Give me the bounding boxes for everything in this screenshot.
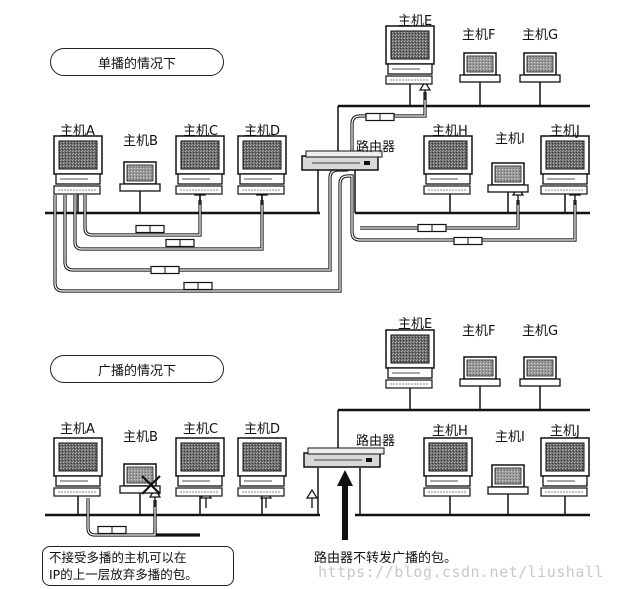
host-d-icon: [237, 437, 287, 497]
host-a-label: 主机A: [60, 124, 95, 139]
host-d-label: 主机D: [244, 422, 281, 437]
note-line-1: 不接受多播的主机可以在: [49, 550, 187, 565]
host-c-icon: [175, 135, 225, 195]
packet: [417, 223, 447, 233]
host-e-label: 主机E: [398, 317, 433, 332]
reject-x-icon: [141, 475, 161, 495]
host-h-label: 主机H: [432, 124, 468, 139]
host-b-label: 主机B: [123, 430, 158, 445]
host-e-icon: [385, 25, 435, 85]
packet: [165, 238, 195, 248]
block-arrow-icon: [337, 470, 353, 540]
packet: [183, 281, 213, 291]
broadcast-diagram: [45, 329, 590, 540]
multicast-note: 不接受多播的主机可以在 IP的上一层放弃多播的包。: [42, 546, 234, 586]
host-h-icon: [423, 437, 473, 497]
host-e-label: 主机E: [398, 14, 433, 29]
host-j-icon: [540, 135, 590, 195]
host-a-icon: [53, 437, 103, 497]
router-label: 路由器: [356, 434, 396, 449]
host-i-icon: [487, 162, 529, 193]
host-c-icon: [175, 437, 225, 497]
host-j-label: 主机J: [550, 124, 580, 139]
host-a-icon: [53, 135, 103, 195]
host-j-label: 主机J: [550, 424, 580, 439]
host-g-label: 主机G: [522, 324, 559, 339]
note-line-2: IP的上一层放弃多播的包。: [49, 567, 198, 582]
host-e-icon: [385, 329, 435, 389]
host-b-label: 主机B: [123, 134, 158, 149]
host-f-icon: [459, 356, 501, 387]
host-d-icon: [237, 135, 287, 195]
host-g-icon: [519, 356, 561, 387]
packet: [97, 525, 127, 535]
arrow-icon: [306, 489, 318, 509]
host-g-icon: [519, 52, 561, 83]
host-a-label: 主机A: [60, 422, 95, 437]
router-icon: [303, 447, 385, 468]
unicast-diagram: [45, 25, 590, 293]
packet: [135, 224, 165, 234]
host-c-label: 主机C: [183, 124, 219, 139]
host-d-label: 主机D: [244, 124, 281, 139]
host-h-label: 主机H: [432, 424, 468, 439]
host-i-icon: [487, 464, 529, 495]
host-f-icon: [459, 52, 501, 83]
packet: [453, 236, 483, 246]
watermark: https://blog.csdn.net/liushall: [318, 563, 604, 581]
router-caption: 路由器不转发广播的包。: [314, 551, 458, 566]
broadcast-title: 广播的情况下: [50, 355, 224, 383]
router-label: 路由器: [356, 140, 396, 155]
host-h-icon: [423, 135, 473, 195]
host-c-label: 主机C: [183, 422, 219, 437]
host-j-icon: [540, 437, 590, 497]
host-b-icon: [119, 161, 161, 192]
host-f-label: 主机F: [462, 28, 496, 43]
unicast-title: 单播的情况下: [50, 48, 224, 76]
packet: [365, 112, 395, 122]
arrow-icon: [419, 81, 431, 101]
packet: [150, 265, 180, 275]
host-f-label: 主机F: [462, 324, 496, 339]
host-g-label: 主机G: [522, 28, 559, 43]
host-i-label: 主机I: [495, 430, 525, 445]
host-i-label: 主机I: [495, 132, 525, 147]
